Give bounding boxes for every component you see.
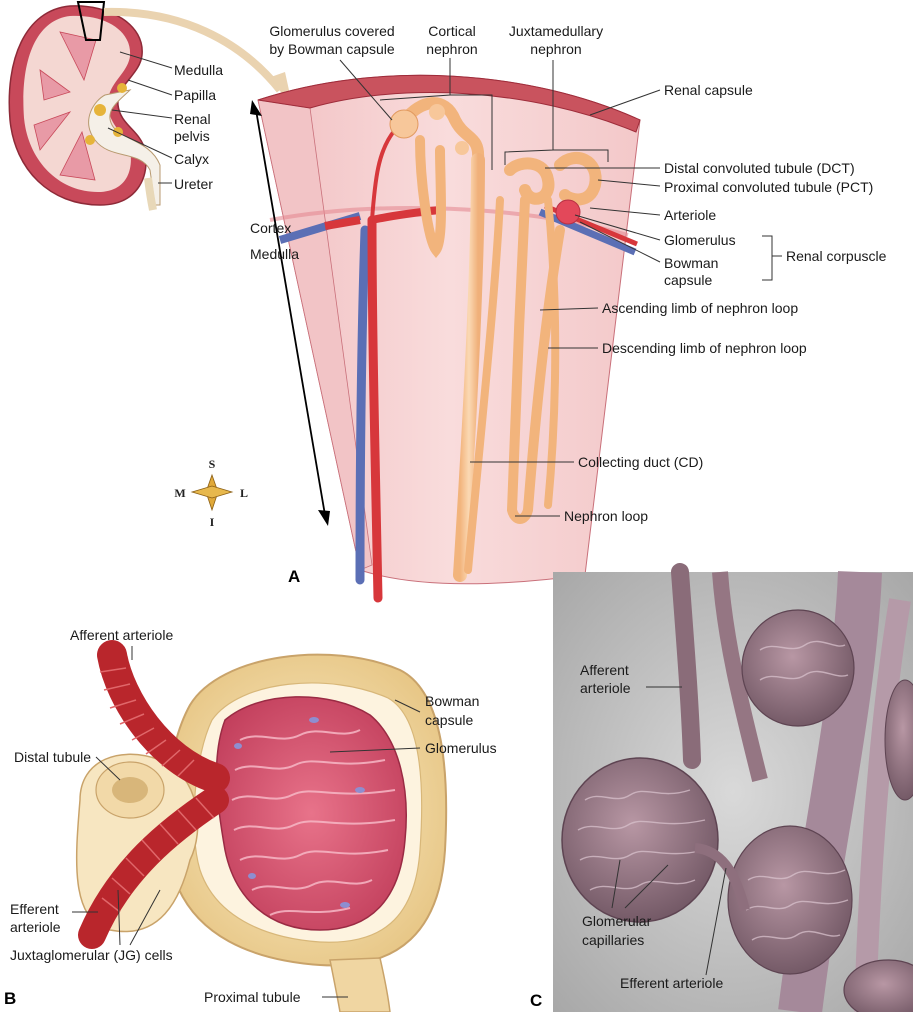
vessels <box>278 128 638 603</box>
label-glom-cap-c-2: capillaries <box>582 932 644 948</box>
label-afferent-c-2: arteriole <box>580 680 631 696</box>
label-bowman-1: Bowman <box>664 255 718 271</box>
label-glom-cap-c-1: Glomerular <box>582 913 652 929</box>
compass-s: S <box>209 457 216 471</box>
afferent-striations <box>99 667 195 777</box>
label-efferent-c: Efferent arteriole <box>620 975 723 991</box>
label-juxta-1: Juxtamedullary <box>509 23 603 39</box>
glomerulus-b <box>215 696 407 931</box>
juxtamedullary-nephron <box>504 151 602 524</box>
label-renal-pelvis-2: pelvis <box>174 128 210 144</box>
cortical-nephron <box>389 97 504 582</box>
panel-letter-b: B <box>4 989 16 1008</box>
panel-a-leaders <box>107 51 782 517</box>
panel-a-labels: Medulla Papilla Renal pelvis Calyx Urete… <box>174 23 887 586</box>
panel-b-labels: Afferent arteriole Bowman capsule Glomer… <box>4 627 497 1008</box>
label-glomerulus-b: Glomerulus <box>425 740 497 756</box>
compass-rose: S I M L <box>174 457 248 529</box>
label-collecting-duct: Collecting duct (CD) <box>578 454 703 470</box>
panel-c-labels: Afferent arteriole Glomerular capillarie… <box>530 662 723 1010</box>
afferent-arteriole-b <box>97 640 230 793</box>
label-efferent-b-2: arteriole <box>10 919 61 935</box>
label-efferent-b-1: Efferent <box>10 901 59 917</box>
panel-c-leaders <box>611 686 727 976</box>
panel-letter-c: C <box>530 991 542 1010</box>
label-arteriole: Arteriole <box>664 207 716 223</box>
label-afferent-arteriole-b: Afferent arteriole <box>70 627 173 643</box>
label-bowman-b-1: Bowman <box>425 693 479 709</box>
efferent-arteriole-b <box>78 786 229 949</box>
label-cortex: Cortex <box>250 220 291 236</box>
label-nephron-loop: Nephron loop <box>564 508 648 524</box>
label-descending-limb: Descending limb of nephron loop <box>602 340 807 356</box>
label-renal-corpuscle: Renal corpuscle <box>786 248 887 264</box>
panel-b: Afferent arteriole Bowman capsule Glomer… <box>4 627 497 1012</box>
label-cortical-2: nephron <box>426 41 477 57</box>
label-distal-tubule-b: Distal tubule <box>14 749 91 765</box>
label-glomerulus: Glomerulus <box>664 232 736 248</box>
label-proximal-tubule-b: Proximal tubule <box>204 989 301 1005</box>
label-jg-cells-b: Juxtaglomerular (JG) cells <box>10 947 173 963</box>
label-dct: Distal convoluted tubule (DCT) <box>664 160 855 176</box>
label-bowman-2: capsule <box>664 272 712 288</box>
label-glom-bowman-2: by Bowman capsule <box>269 41 395 57</box>
kidney-overview <box>8 1 292 211</box>
label-cortical-1: Cortical <box>428 23 475 39</box>
label-medulla: Medulla <box>250 246 299 262</box>
panel-c: Afferent arteriole Glomerular capillarie… <box>530 563 913 1012</box>
depth-arrow <box>250 100 330 526</box>
label-glom-bowman-1: Glomerulus covered <box>269 23 394 39</box>
label-papilla: Papilla <box>174 87 216 103</box>
compass-m: M <box>174 486 185 500</box>
label-medulla-small: Medulla <box>174 62 223 78</box>
label-ascending-limb: Ascending limb of nephron loop <box>602 300 798 316</box>
compass-l: L <box>240 486 248 500</box>
label-pct: Proximal convoluted tubule (PCT) <box>664 179 873 195</box>
panel-letter-a: A <box>288 567 300 586</box>
panel-a: S I M L Med <box>8 1 887 603</box>
panel-b-leaders <box>72 646 421 998</box>
label-bowman-b-2: capsule <box>425 712 473 728</box>
label-afferent-c-1: Afferent <box>580 662 629 678</box>
compass-i: I <box>210 515 215 529</box>
label-renal-pelvis-1: Renal <box>174 111 211 127</box>
label-juxta-2: nephron <box>530 41 581 57</box>
label-ureter: Ureter <box>174 176 213 192</box>
label-renal-capsule: Renal capsule <box>664 82 753 98</box>
sem-glomeruli <box>561 609 913 1012</box>
label-calyx: Calyx <box>174 151 209 167</box>
